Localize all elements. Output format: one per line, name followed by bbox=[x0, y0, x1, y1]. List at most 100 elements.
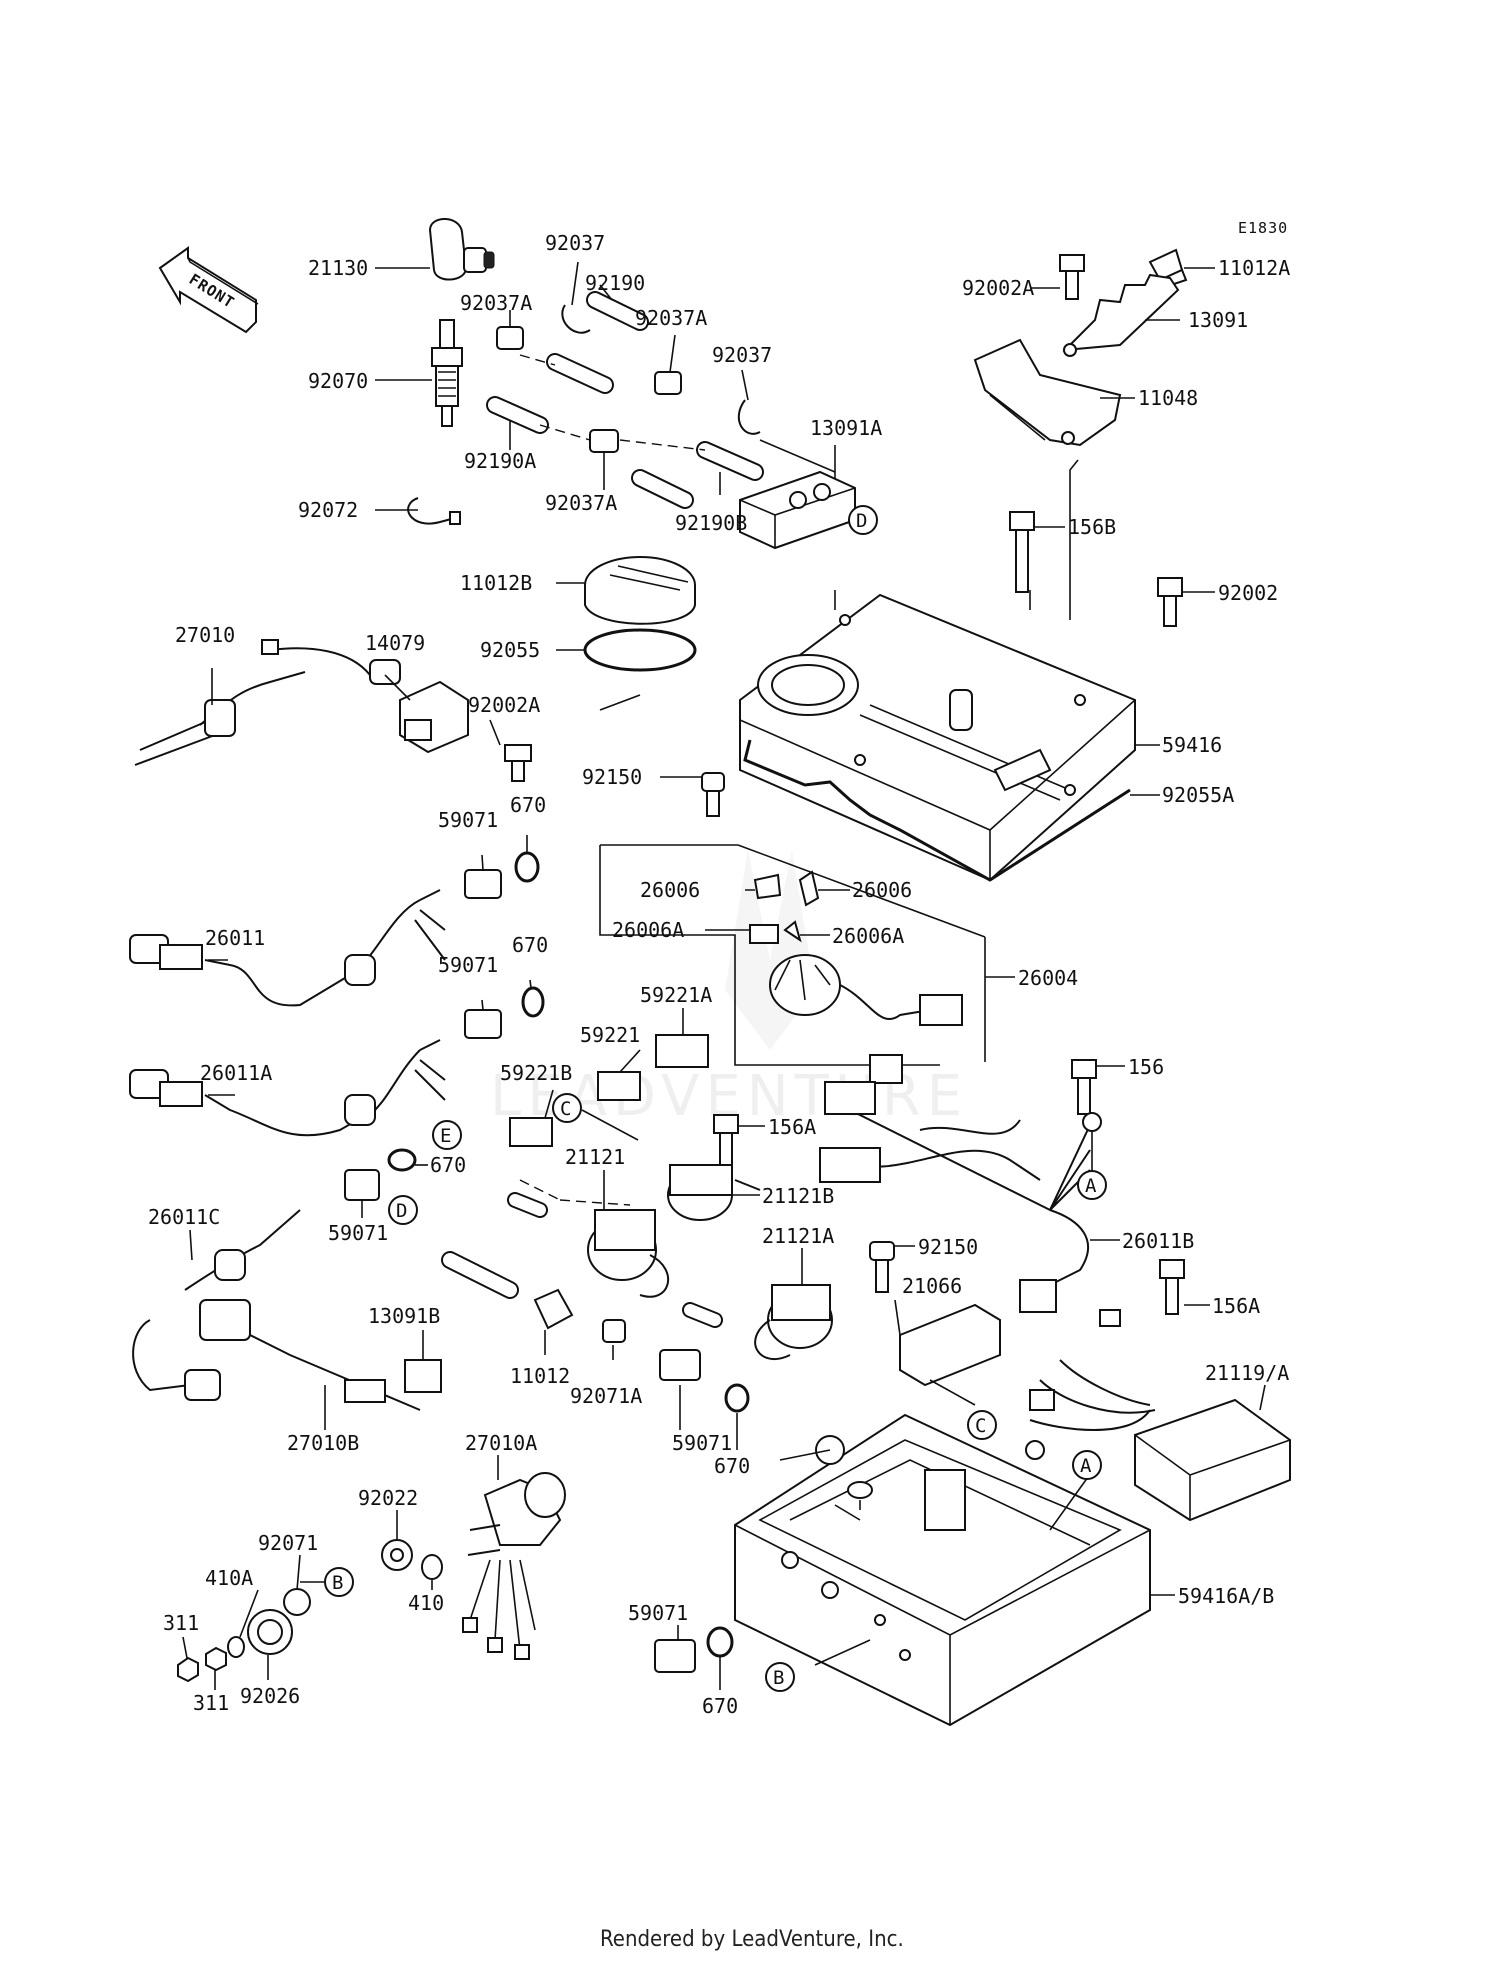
label-11012A: 11012A bbox=[1218, 256, 1290, 280]
label-59071-5: 59071 bbox=[628, 1601, 688, 1625]
label-59071-3: 59071 bbox=[328, 1221, 388, 1245]
label-26006A-l: 26006A bbox=[612, 918, 684, 942]
coil-21121A bbox=[754, 1284, 833, 1361]
clamp-92037A-2 bbox=[654, 371, 682, 395]
oring-670-5 bbox=[706, 1626, 734, 1658]
nipple-59071-5 bbox=[654, 1639, 696, 1673]
nipple-59071-1 bbox=[464, 869, 502, 899]
label-92055A: 92055A bbox=[1162, 783, 1234, 807]
diagram-code: E1830 bbox=[1238, 219, 1288, 237]
harness-26011C bbox=[132, 1209, 301, 1401]
label-92150-mid: 92150 bbox=[918, 1235, 978, 1259]
bolt-156A-r bbox=[1159, 1259, 1185, 1315]
label-92037A-1: 92037A bbox=[460, 291, 532, 315]
footer-credit: Rendered by LeadVenture, Inc. bbox=[600, 1927, 904, 1952]
label-92071: 92071 bbox=[258, 1531, 318, 1555]
label-59071-4: 59071 bbox=[672, 1431, 732, 1455]
ref-C2: C bbox=[975, 1415, 986, 1437]
harness-26011 bbox=[129, 889, 446, 1007]
bolt-92150-mid bbox=[869, 1241, 895, 1293]
label-26006A-r: 26006A bbox=[832, 924, 904, 948]
bolt-92002A-top bbox=[1059, 254, 1085, 300]
label-26004: 26004 bbox=[1018, 966, 1078, 990]
switch-27010A bbox=[462, 1472, 566, 1660]
label-92070: 92070 bbox=[308, 369, 368, 393]
clamp-92037A-1 bbox=[496, 326, 524, 350]
nipple-59071-2 bbox=[464, 1009, 502, 1039]
routing-dash-top bbox=[519, 354, 706, 451]
ref-C1: C bbox=[560, 1098, 571, 1120]
label-92190: 92190 bbox=[585, 271, 645, 295]
ref-lines bbox=[300, 1109, 1093, 1666]
leader-lines bbox=[182, 261, 1266, 1690]
ecu-21119A bbox=[1025, 1309, 1291, 1522]
label-21121A: 21121A bbox=[762, 1224, 834, 1248]
label-26011: 26011 bbox=[205, 926, 265, 950]
nut-311-1 bbox=[177, 1656, 199, 1683]
harness-26011A bbox=[129, 1039, 446, 1137]
cap-11012B bbox=[584, 556, 696, 625]
oring-670-1 bbox=[514, 851, 540, 883]
routing-dash-coil bbox=[519, 1179, 631, 1206]
tube-coil-lead bbox=[507, 1192, 723, 1328]
frame-26004 bbox=[599, 844, 986, 1066]
label-92002A-top: 92002A bbox=[962, 276, 1034, 300]
front-arrow-icon: FRONT bbox=[158, 246, 259, 334]
ref-D1: D bbox=[856, 510, 867, 532]
bolt-92002A-mid bbox=[504, 744, 532, 782]
label-92002A-mid: 92002A bbox=[468, 693, 540, 717]
label-92071A: 92071A bbox=[570, 1384, 642, 1408]
sensor-27010 bbox=[134, 639, 401, 766]
label-11048: 11048 bbox=[1138, 386, 1198, 410]
clip-92037-a bbox=[561, 304, 591, 334]
label-26011B: 26011B bbox=[1122, 1229, 1194, 1253]
bolt-156 bbox=[1071, 1059, 1097, 1115]
tube-92190B bbox=[631, 441, 764, 509]
connector-59221 bbox=[597, 1071, 641, 1101]
tube-92190 bbox=[586, 291, 649, 331]
oring-92055 bbox=[583, 628, 697, 672]
label-156: 156 bbox=[1128, 1055, 1164, 1079]
ref-circles: A A B B C C D D E bbox=[324, 505, 1107, 1692]
label-21119A: 21119/A bbox=[1205, 1361, 1289, 1385]
label-26006-r: 26006 bbox=[852, 878, 912, 902]
label-26006-l: 26006 bbox=[640, 878, 700, 902]
label-59071-1: 59071 bbox=[438, 808, 498, 832]
label-59221B: 59221B bbox=[500, 1061, 572, 1085]
part-labels: 21130 92037 92190 92037A 92037A 92037 92… bbox=[148, 231, 1290, 1718]
label-92072: 92072 bbox=[298, 498, 358, 522]
clip-92037-b bbox=[737, 399, 761, 435]
label-92190B: 92190B bbox=[675, 511, 747, 535]
label-670-1: 670 bbox=[510, 793, 546, 817]
label-311-1: 311 bbox=[163, 1611, 199, 1635]
ref-A2: A bbox=[1080, 1455, 1092, 1477]
label-27010B: 27010B bbox=[287, 1431, 359, 1455]
label-13091A: 13091A bbox=[810, 416, 882, 440]
block-13091B bbox=[404, 1359, 442, 1393]
gasket-92055A bbox=[743, 739, 1131, 882]
label-13091B: 13091B bbox=[368, 1304, 440, 1328]
bracket-11048 bbox=[973, 338, 1122, 447]
connector-59221B bbox=[509, 1117, 553, 1147]
label-92037-top: 92037 bbox=[545, 231, 605, 255]
grommet-92071 bbox=[283, 1588, 311, 1616]
label-92037A-2: 92037A bbox=[635, 306, 707, 330]
fuse-holder-26004 bbox=[769, 954, 963, 1084]
coil-21121B bbox=[667, 1164, 761, 1221]
nipple-59071-4 bbox=[659, 1349, 701, 1381]
tube-92190A bbox=[486, 396, 549, 434]
connector-59221A bbox=[655, 1034, 709, 1068]
label-156B: 156B bbox=[1068, 515, 1116, 539]
bolt-92002 bbox=[1157, 577, 1183, 627]
label-59416: 59416 bbox=[1162, 733, 1222, 757]
cover-59416 bbox=[739, 593, 1136, 882]
ref-B2: B bbox=[773, 1667, 784, 1689]
grommet-92026 bbox=[247, 1609, 293, 1655]
label-156A-r: 156A bbox=[1212, 1294, 1260, 1318]
label-59221: 59221 bbox=[580, 1023, 640, 1047]
fuse-26006 bbox=[753, 870, 820, 907]
bolt-156B bbox=[1009, 511, 1035, 593]
oring-670-4 bbox=[724, 1383, 750, 1413]
cap-11012 bbox=[533, 1288, 574, 1330]
